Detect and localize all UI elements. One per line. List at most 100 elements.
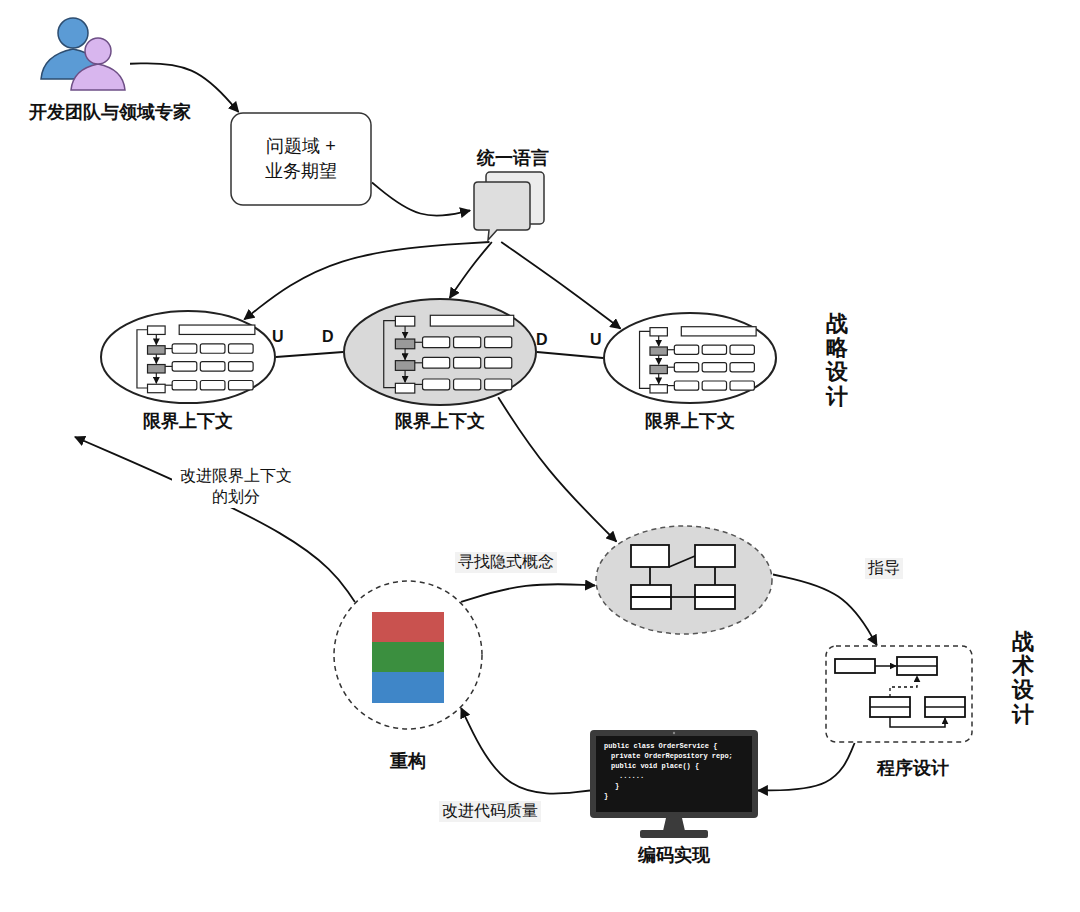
- uml-class: [631, 585, 671, 609]
- dependency-arrow: [890, 676, 917, 697]
- mini-cell: [454, 357, 481, 368]
- mini-box: [148, 384, 166, 392]
- person-head: [58, 18, 88, 48]
- class-divider: [870, 706, 910, 708]
- mini-link: [415, 362, 423, 363]
- problem-box: 问题域 + 业务期望: [230, 112, 372, 206]
- mini-arrow: [404, 370, 405, 382]
- mini-box: [395, 316, 414, 326]
- mini-cell: [454, 337, 481, 348]
- connector: [773, 575, 877, 646]
- mini-link: [165, 385, 172, 386]
- mini-cell: [730, 381, 754, 390]
- mini-cell: [485, 379, 512, 390]
- mini-box: [148, 365, 166, 373]
- region-outline: [77, 287, 807, 436]
- mini-arrow: [156, 334, 157, 344]
- mini-cell: [702, 363, 726, 372]
- connector: [537, 352, 603, 358]
- bubble-front: [474, 182, 530, 240]
- uml-divider: [695, 596, 735, 598]
- mini-cell: [172, 381, 197, 390]
- mini-bracket: [137, 330, 148, 388]
- prog-shape: [825, 645, 973, 743]
- mini-bracket: [384, 321, 396, 388]
- uml-link: [671, 596, 695, 598]
- mini-box: [650, 365, 667, 373]
- mini-link: [667, 367, 674, 368]
- mini-arrow: [156, 373, 157, 383]
- class-box: [925, 697, 965, 717]
- person-body: [71, 64, 125, 90]
- region-outline: [309, 514, 991, 874]
- code-line: ......: [619, 772, 644, 780]
- node-label: 限界上下文: [343, 409, 537, 433]
- class-box: [835, 659, 875, 673]
- connector: [461, 584, 595, 602]
- node-label: 限界上下文: [603, 409, 777, 433]
- dashed-outline: [826, 646, 972, 742]
- mini-link: [667, 385, 674, 386]
- context-ellipse: 限界上下文: [100, 310, 276, 434]
- code-line: }: [615, 782, 619, 790]
- mini-cell: [674, 363, 698, 372]
- mini-arrow: [156, 354, 157, 363]
- association-arrow: [890, 717, 945, 727]
- uml-class: [695, 545, 735, 567]
- mini-cell: [674, 381, 698, 390]
- ellipse-shape: [603, 312, 777, 404]
- monitor-frame: [590, 730, 758, 818]
- refactor-circle: 重构: [333, 580, 483, 775]
- language-bubble: 统一语言: [455, 145, 570, 245]
- mini-cell: [485, 337, 512, 348]
- mini-arrow: [658, 374, 659, 384]
- mini-arrow: [658, 336, 659, 346]
- team-figure: 开发团队与领域专家: [5, 15, 215, 130]
- node-label: 限界上下文: [100, 409, 276, 433]
- ellipse-outline: [604, 313, 776, 403]
- round-shape: [230, 112, 372, 206]
- mini-box: [650, 385, 667, 393]
- mini-arrow: [658, 355, 659, 364]
- red-layer: [372, 612, 444, 642]
- uml-link: [649, 567, 651, 585]
- mini-link: [415, 342, 423, 343]
- mini-arrow: [404, 349, 405, 360]
- connector: [75, 437, 355, 602]
- ellipse-shape: [100, 310, 276, 404]
- mini-box: [148, 326, 166, 334]
- context-ellipse: 限界上下文: [603, 312, 777, 434]
- model-shape: [595, 525, 773, 635]
- blue-layer: [372, 672, 444, 703]
- mini-cell: [702, 381, 726, 390]
- box-text: 问题域 + 业务期望: [265, 134, 337, 184]
- mini-arrow: [404, 326, 405, 338]
- node-label: 程序设计: [855, 756, 970, 780]
- green-layer: [372, 642, 444, 672]
- mini-box: [650, 328, 667, 336]
- edge-label: 改进限界上下文 的划分: [172, 466, 300, 508]
- uml-class: [695, 585, 735, 609]
- mini-link: [667, 349, 674, 350]
- bubble-shape: [470, 172, 548, 242]
- mini-cell: [200, 344, 225, 353]
- mini-box: [395, 339, 414, 349]
- mini-cell: [730, 345, 754, 354]
- ellipse-outline: [344, 299, 536, 405]
- mini-cell: [200, 362, 225, 371]
- mini-box: [148, 346, 166, 354]
- node-label: 重构: [333, 749, 483, 773]
- code-line: }: [604, 792, 608, 800]
- mini-cell: [423, 337, 450, 348]
- relation-tag: U: [590, 331, 602, 349]
- mini-box: [395, 383, 414, 393]
- mini-cell: [228, 381, 253, 390]
- ellipse-outline: [101, 311, 275, 403]
- class-box: [897, 657, 937, 675]
- mini-cell: [172, 344, 197, 353]
- code-line: private OrderRepository repo;: [611, 752, 733, 760]
- monitor-screen: [596, 736, 752, 812]
- class-divider: [897, 665, 937, 667]
- monitor-base: [640, 830, 708, 838]
